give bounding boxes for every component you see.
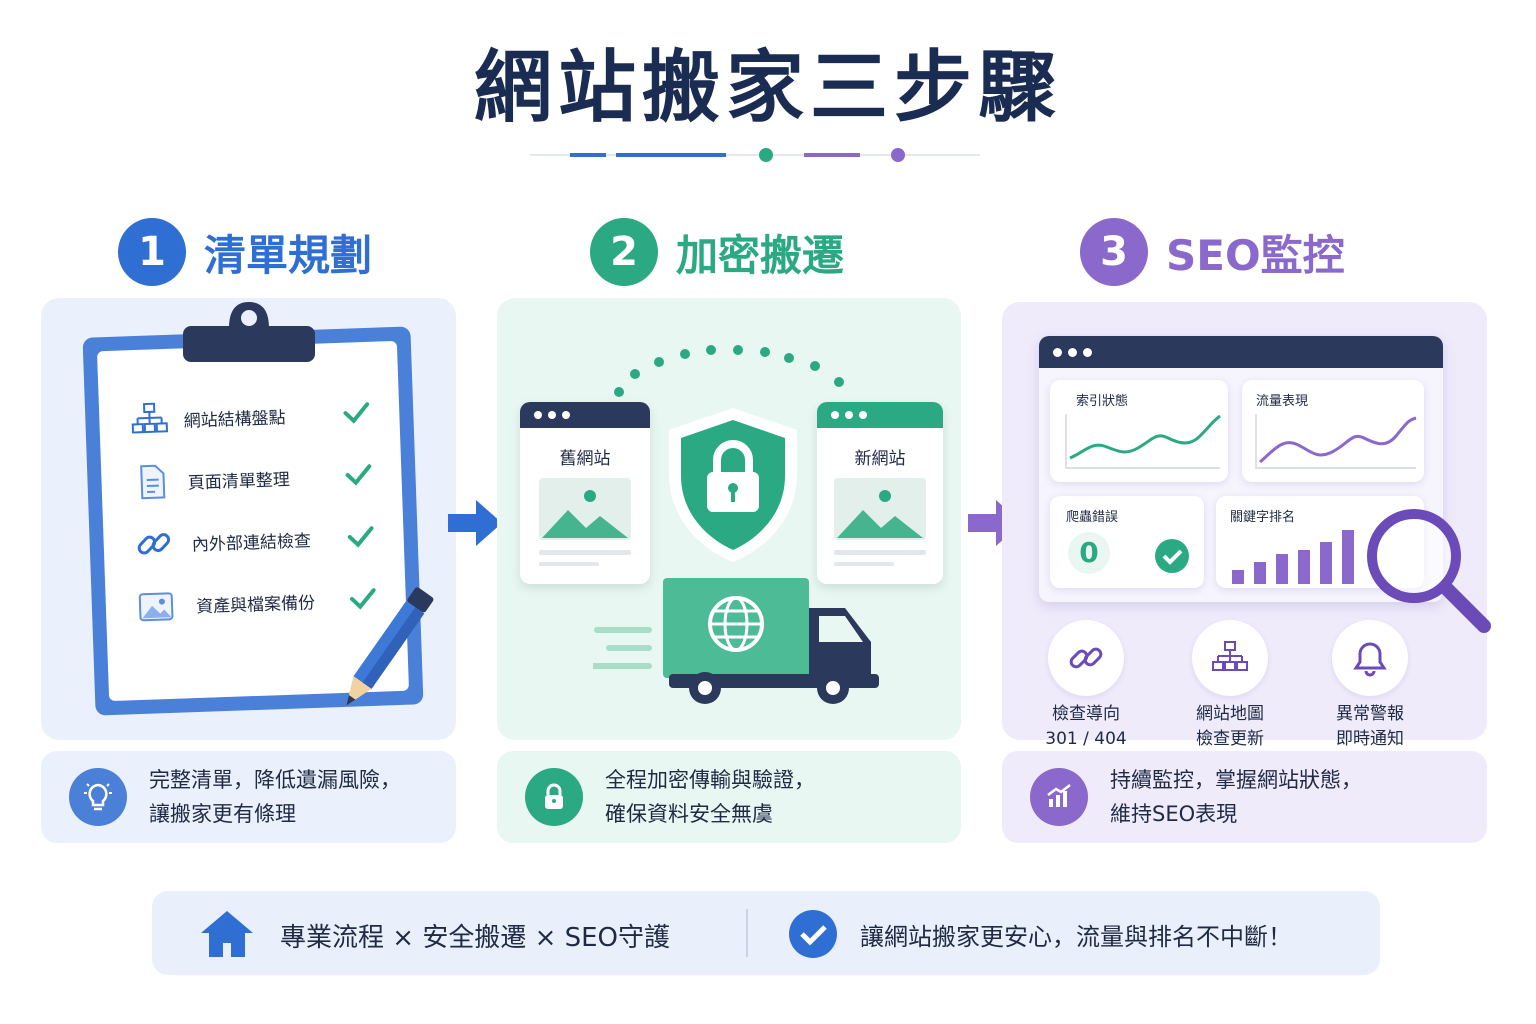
step-1-note: 完整清單，降低遺漏風險， 讓搬家更有條理 [41, 751, 456, 843]
lock-icon [545, 783, 563, 809]
chart-icon [1047, 784, 1071, 807]
image-icon [834, 478, 926, 567]
old-site-window: 舊網站 [520, 402, 650, 584]
step-2-number: 2 [590, 218, 658, 286]
step-2-header: 2 加密搬遷 [590, 216, 844, 288]
feature-label: 異常警報 [1336, 704, 1404, 724]
link-icon [1069, 647, 1103, 669]
step-1-header: 1 清單規劃 [118, 216, 372, 288]
image-icon [539, 478, 631, 567]
crawl-errors-label: 爬蟲錯誤 [1066, 510, 1119, 525]
note-line: 持續監控，掌握網站狀態， [1110, 768, 1362, 792]
step-3-note: 持續監控，掌握網站狀態， 維持SEO表現 [1002, 751, 1487, 843]
note-line: 維持SEO表現 [1110, 802, 1238, 826]
step-1-panel: 網站結構盤點 頁面清單整理 內外部連結檢查 資產與檔 [41, 298, 456, 740]
feature-label: 網站地圖 [1196, 704, 1264, 724]
home-icon [201, 911, 253, 957]
truck-icon [593, 578, 879, 704]
title-divider [530, 148, 980, 162]
footer-banner: 專業流程 × 安全搬遷 × SEO守護 讓網站搬家更安心，流量與排名不中斷！ [152, 891, 1380, 975]
check-circle-icon [1155, 539, 1189, 573]
crawl-errors-card: 爬蟲錯誤 0 [1050, 496, 1204, 588]
feature-alert: 異常警報 即時通知 [1310, 620, 1430, 752]
shield-icon [669, 408, 797, 562]
sitemap-icon [1212, 641, 1248, 671]
note-line: 全程加密傳輸與驗證， [605, 768, 815, 792]
footer-divider [746, 909, 748, 957]
feature-redirect: 檢查導向 301 / 404 [1026, 620, 1146, 752]
check-icon [349, 588, 376, 610]
feature-sub: 檢查更新 [1196, 729, 1264, 749]
document-icon [140, 464, 166, 500]
checklist-item: 內外部連結檢查 [133, 515, 394, 564]
feature-sitemap: 網站地圖 檢查更新 [1170, 620, 1290, 752]
bell-icon [1353, 642, 1387, 677]
keyword-ranking-label: 關鍵字排名 [1230, 510, 1296, 525]
transfer-dots [614, 345, 844, 397]
feature-label: 檢查導向 [1052, 704, 1120, 724]
old-site-label: 舊網站 [559, 449, 611, 469]
image-icon [138, 592, 174, 622]
checklist: 網站結構盤點 頁面清單整理 內外部連結檢查 資產與檔 [129, 392, 397, 641]
checklist-label: 資產與檔案備份 [195, 592, 316, 617]
traffic-card: 流量表現 [1242, 380, 1424, 482]
checklist-label: 網站結構盤點 [183, 407, 286, 432]
traffic-line-chart [1255, 414, 1417, 469]
checklist-item: 資產與檔案備份 [135, 577, 396, 626]
step-3-title: SEO監控 [1166, 230, 1345, 280]
arrow-right-icon [448, 500, 502, 546]
footer-right-text: 讓網站搬家更安心，流量與排名不中斷！ [860, 923, 1292, 951]
step-2-note: 全程加密傳輸與驗證， 確保資料安全無虞 [497, 751, 961, 843]
lightbulb-icon [84, 783, 112, 811]
clipboard-clip [183, 302, 315, 362]
step-3-panel: 索引狀態 流量表現 爬蟲錯誤 0 關鍵字排名 [1002, 302, 1491, 749]
checklist-label: 內外部連結檢查 [191, 530, 312, 555]
check-icon [343, 402, 370, 424]
traffic-label: 流量表現 [1256, 394, 1309, 409]
index-status-card: 索引狀態 [1050, 380, 1228, 482]
feature-sub: 即時通知 [1336, 729, 1404, 749]
step-1-number: 1 [118, 218, 186, 286]
checklist-item: 頁面清單整理 [131, 453, 392, 502]
keyword-bar-chart [1232, 530, 1354, 584]
footer-left-text: 專業流程 × 安全搬遷 × SEO守護 [280, 923, 671, 953]
note-line: 完整清單，降低遺漏風險， [149, 768, 401, 792]
page-title: 網站搬家三步驟 [473, 43, 1062, 133]
step-3-number: 3 [1080, 218, 1148, 286]
step-2-panel: 舊網站 新網站 [497, 298, 961, 740]
index-status-label: 索引狀態 [1076, 394, 1129, 409]
new-site-window: 新網站 [817, 402, 943, 584]
step-3-header: 3 SEO監控 [1080, 216, 1345, 288]
index-line-chart [1065, 414, 1221, 469]
link-icon [137, 533, 171, 555]
note-line: 確保資料安全無虞 [605, 802, 773, 826]
check-icon [347, 526, 374, 548]
feature-sub: 301 / 404 [1045, 729, 1127, 749]
check-circle-icon [789, 910, 837, 958]
sitemap-icon [131, 402, 169, 434]
new-site-label: 新網站 [854, 449, 906, 469]
step-1-title: 清單規劃 [204, 230, 373, 280]
pencil-icon [346, 587, 434, 706]
magnifier-icon [1367, 509, 1491, 633]
checklist-label: 頁面清單整理 [187, 469, 291, 494]
checklist-item: 網站結構盤點 [129, 392, 390, 441]
note-line: 讓搬家更有條理 [149, 802, 296, 826]
step-2-title: 加密搬遷 [676, 230, 845, 280]
check-icon [345, 464, 372, 486]
crawl-errors-count: 0 [1068, 532, 1110, 574]
